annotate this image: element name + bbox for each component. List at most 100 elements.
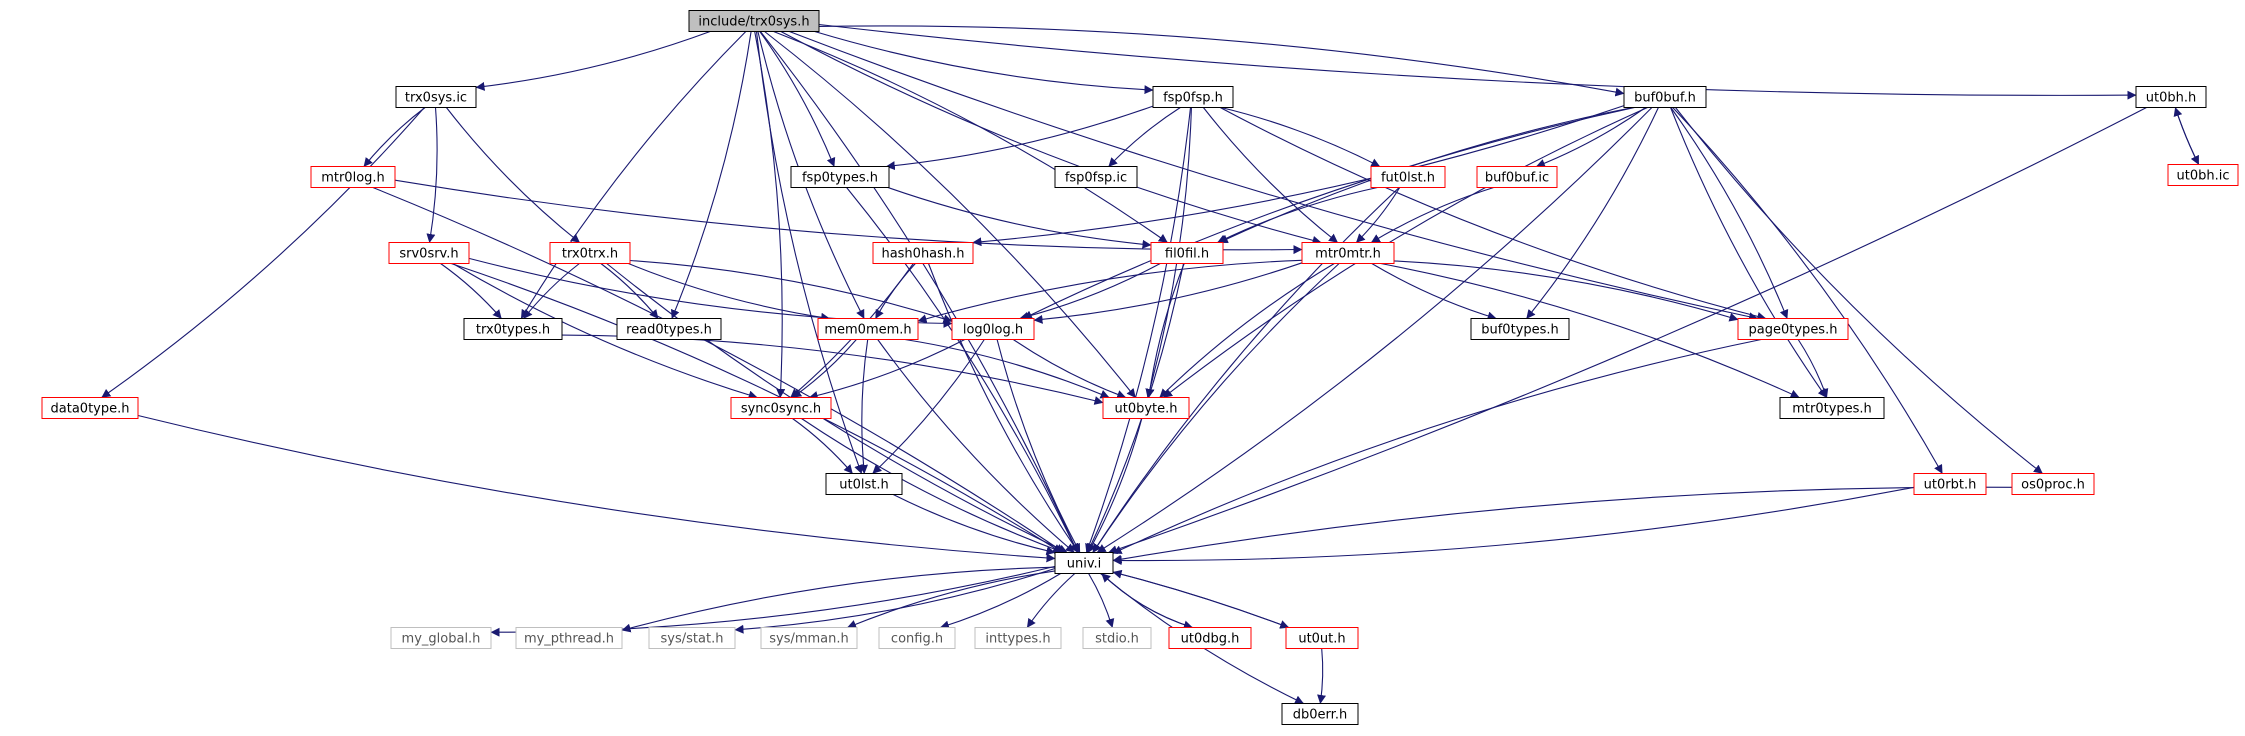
node-label: log0log.h [963,323,1023,338]
node-box [549,242,631,264]
node-box [388,242,470,264]
node-label: ut0bh.ic [2177,169,2230,184]
node-trx0types-h[interactable]: trx0types.h [463,318,563,340]
node-ut0byte-h[interactable]: ut0byte.h [1102,397,1190,419]
node-read0types-h[interactable]: read0types.h [616,318,722,340]
node-stdio-h: stdio.h [1082,627,1152,649]
node-label: srv0srv.h [399,247,458,262]
node-ut0bh-ic[interactable]: ut0bh.ic [2167,164,2239,186]
edge-mem0mem_h-to-ut0byte_h [904,338,1110,399]
edge-trx0trx_h-to-mem0mem_h [628,262,831,322]
edge-univ_i-to-ut0ut_h [1112,571,1290,629]
edge-buf0buf_h-to-page0types_h [1670,107,1789,319]
edge-fut0lst_h-to-univ_i [1092,187,1400,553]
node-config-h: config.h [878,627,956,649]
edge-root-to-ut0bh_h [818,23,2137,100]
node-ut0dbg-h[interactable]: ut0dbg.h [1168,627,1252,649]
node-log0log-h[interactable]: log0log.h [951,318,1035,340]
node-sys-stat-h: sys/stat.h [648,627,736,649]
edge-mtr0mtr_h-to-log0log_h [1033,262,1303,324]
node-mtr0mtr-h[interactable]: mtr0mtr.h [1301,242,1395,264]
edge-mem0mem_h-to-ut0lst_h [859,339,869,474]
edge-root-to-fsp0types_h [759,31,836,167]
node-ut0bh-h[interactable]: ut0bh.h [2135,86,2207,108]
node-label: ut0dbg.h [1181,632,1240,647]
node-fsp0fsp-ic[interactable]: fsp0fsp.ic [1054,166,1138,188]
node-mem0mem-h[interactable]: mem0mem.h [817,318,919,340]
node-fsp0types-h[interactable]: fsp0types.h [790,166,890,188]
edge-fil0fil_h-to-log0log_h [1019,263,1161,321]
node-box [1779,397,1885,419]
node-buf0buf-h[interactable]: buf0buf.h [1623,86,1707,108]
edge-trx0trx_h-to-read0types_h [600,263,659,319]
node-db0err-h[interactable]: db0err.h [1281,703,1359,725]
node-buf0types-h[interactable]: buf0types.h [1470,318,1570,340]
node-trx0trx-h[interactable]: trx0trx.h [549,242,631,264]
file-nodes: include/trx0sys.h trx0sys.ic fsp0fsp.h buf0… [41,10,2239,725]
edge-buf0buf_h-to-ut0rbt_h [1672,107,1943,474]
node-label: fsp0fsp.h [1163,91,1223,106]
node-label: my_global.h [402,632,481,647]
node-fil0fil-h[interactable]: fil0fil.h [1150,242,1224,264]
edge-ut0rbt_h-to-univ_i [1112,486,1915,565]
node-fsp0fsp-h[interactable]: fsp0fsp.h [1152,86,1234,108]
node-buf0buf-ic[interactable]: buf0buf.ic [1476,166,1558,188]
edge-ut0lst_h-to-univ_i [892,494,1056,556]
node-box [951,318,1035,340]
edge-mtr0mtr_h-to-mtr0types_h [1380,262,1800,399]
node-label: mtr0log.h [321,171,385,186]
node-label: ut0bh.h [2146,91,2196,106]
node-os0proc-h[interactable]: os0proc.h [2011,473,2095,495]
edge-trx0trx_h-to-univ_i [606,263,1068,553]
edge-ut0byte_h-to-univ_i [1087,418,1143,553]
node-data0type-h[interactable]: data0type.h [41,397,139,419]
node-ut0ut-h[interactable]: ut0ut.h [1285,627,1359,649]
node-ut0rbt-h[interactable]: ut0rbt.h [1913,473,1987,495]
edge-log0log_h-to-sync0sync_h [808,339,966,400]
node-ut0lst-h[interactable]: ut0lst.h [825,473,903,495]
node-label: mtr0mtr.h [1315,247,1381,262]
node-label: my_pthread.h [524,632,614,647]
node-box [1913,473,1987,495]
node-box [1476,166,1558,188]
node-hash0hash-h[interactable]: hash0hash.h [872,242,974,264]
node-box [1281,703,1359,725]
edge-trx0sys_ic-to-data0type_h [101,107,425,398]
edge-univ_i-to-inttypes_h [1026,573,1076,628]
edge-fsp0types_h-to-fil0fil_h [887,186,1152,249]
node-label: ut0lst.h [839,478,888,493]
node-box [688,10,820,32]
edge-univ_i-to-my_global_h [490,565,1056,637]
node-trx0sys-ic[interactable]: trx0sys.ic [395,86,477,108]
node-root[interactable]: include/trx0sys.h [688,10,820,32]
edge-buf0buf_h-to-os0proc_h [1675,107,2043,474]
node-fut0lst-h[interactable]: fut0lst.h [1370,166,1446,188]
node-label: inttypes.h [985,632,1050,647]
edge-root-to-fil0fil_h [773,30,1168,243]
node-label: hash0hash.h [881,247,964,262]
edge-hash0hash_h-to-univ_i [927,263,1079,553]
edge-fsp0fsp_h-to-univ_i [1085,107,1192,553]
node-univ-i[interactable]: univ.i [1054,552,1114,574]
node-box [760,627,858,649]
node-box [1301,242,1395,264]
edge-mtr0mtr_h-to-buf0types_h [1371,263,1497,321]
node-label: fut0lst.h [1381,171,1435,186]
edge-mtr0mtr_h-to-page0types_h [1393,260,1739,322]
node-mtr0types-h[interactable]: mtr0types.h [1779,397,1885,419]
node-label: sys/mman.h [769,632,849,647]
edge-trx0trx_h-to-log0log_h [629,259,953,324]
edge-mtr0mtr_h-to-ut0byte_h [1159,263,1335,398]
node-label: univ.i [1067,557,1102,572]
node-srv0srv-h[interactable]: srv0srv.h [388,242,470,264]
node-label: os0proc.h [2021,478,2085,493]
edge-ut0bh_h-to-ut0bh_ic [2174,107,2200,165]
edge-ut0dbg_h-to-univ_i [1101,573,1193,629]
node-sync0sync-h[interactable]: sync0sync.h [730,397,832,419]
edge-mtr0log_h-to-univ_i [372,186,1065,553]
node-inttypes-h: inttypes.h [974,627,1062,649]
node-label: ut0rbt.h [1924,478,1977,493]
node-page0types-h[interactable]: page0types.h [1737,318,1849,340]
node-mtr0log-h[interactable]: mtr0log.h [310,166,396,188]
edge-univ_i-to-config_h [939,573,1061,630]
